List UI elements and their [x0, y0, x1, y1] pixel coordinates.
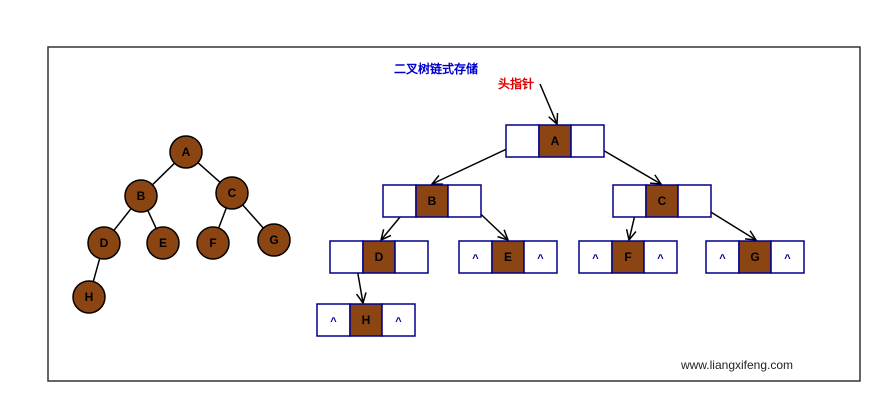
watermark: www.liangxifeng.com: [680, 358, 793, 372]
arrow-head: [497, 229, 510, 242]
arrow-head: [379, 229, 392, 242]
tree-node-b: B: [124, 179, 158, 213]
data-cell: [538, 124, 572, 158]
tree-node-f: F: [196, 226, 230, 260]
arrow-head: [625, 229, 637, 242]
data-cell: [491, 240, 525, 274]
linked-node-label: F: [624, 250, 631, 264]
tree-node-circle: [146, 226, 180, 260]
left-null-marker: ^: [330, 316, 337, 328]
tree-node-label: D: [100, 236, 109, 250]
linked-node-g: G ^ ^: [705, 240, 805, 274]
left-pointer-cell: [329, 240, 364, 274]
tree-edge-a-b: [151, 162, 176, 186]
right-null-marker: ^: [657, 253, 664, 265]
tree-edge-b-e: [147, 210, 157, 229]
linked-nodes: A B C D E ^ ^ F ^ ^ G ^ ^ H ^ ^: [316, 124, 805, 337]
arrow-head: [355, 292, 367, 305]
data-cell: [738, 240, 772, 274]
head-pointer-arrow-line: [539, 83, 559, 126]
right-null-marker: ^: [784, 253, 791, 265]
left-pointer-cell: [382, 184, 417, 218]
arrow-head: [548, 112, 559, 126]
tree-edge-c-f: [217, 207, 228, 229]
linked-node-label: D: [375, 250, 384, 264]
tree-edge-d-h: [92, 258, 101, 282]
left-pointer-cell: [505, 124, 540, 158]
tree-node-circle: [196, 226, 230, 260]
right-pointer-cell: [643, 240, 678, 274]
tree-node-label: G: [269, 233, 278, 247]
right-pointer-cell: [570, 124, 605, 158]
linked-node-d: D: [329, 240, 429, 274]
linked-node-label: G: [750, 250, 759, 264]
left-pointer-cell: [578, 240, 613, 274]
link-arrows: [354, 138, 758, 305]
tree-node-circle: [215, 176, 249, 210]
tree-node-label: H: [85, 290, 94, 304]
outer-frame: [47, 46, 861, 382]
tree-node-circle: [257, 223, 291, 257]
linked-node-label: C: [658, 194, 667, 208]
linked-node-label: H: [362, 313, 371, 327]
left-pointer-cell: [705, 240, 740, 274]
right-pointer-cell: [677, 184, 712, 218]
arrow-head: [649, 174, 663, 185]
head-pointer-arrow: [539, 83, 559, 126]
tree-node-c: C: [215, 176, 249, 210]
data-cell: [645, 184, 679, 218]
tree-edges: [92, 162, 264, 282]
tree-node-circle: [72, 280, 106, 314]
linked-node-a: A: [505, 124, 605, 158]
data-cell: [362, 240, 396, 274]
linked-node-h: H ^ ^: [316, 303, 416, 337]
tree-node-d: D: [87, 226, 121, 260]
linked-node-b: B: [382, 184, 482, 218]
right-null-marker: ^: [537, 253, 544, 265]
linked-node-e: E ^ ^: [458, 240, 558, 274]
right-pointer-cell: [381, 303, 416, 337]
arrow-head: [430, 174, 444, 185]
tree-node-label: B: [137, 189, 146, 203]
tree-node-label: F: [209, 236, 216, 250]
tree-edge-c-g: [242, 204, 264, 229]
right-null-marker: ^: [395, 316, 402, 328]
tree-node-circle: [169, 135, 203, 169]
linked-node-label: E: [504, 250, 512, 264]
arrow-shaft: [539, 83, 558, 125]
tree-node-circle: [87, 226, 121, 260]
linked-node-c: C: [612, 184, 712, 218]
left-pointer-cell: [612, 184, 647, 218]
tree-node-label: A: [182, 145, 191, 159]
left-null-marker: ^: [472, 253, 479, 265]
tree-node-a: A: [169, 135, 203, 169]
tree-node-h: H: [72, 280, 106, 314]
right-pointer-cell: [523, 240, 558, 274]
tree-node-g: G: [257, 223, 291, 257]
data-cell: [349, 303, 383, 337]
tree-node-circle: [124, 179, 158, 213]
tree-node-label: C: [228, 186, 237, 200]
data-cell: [611, 240, 645, 274]
right-pointer-cell: [394, 240, 429, 274]
tree-edge-b-d: [113, 208, 132, 231]
left-null-marker: ^: [592, 253, 599, 265]
linked-node-label: A: [551, 134, 560, 148]
arrow-head: [744, 230, 758, 241]
tree-nodes: A B C D E F G H: [72, 135, 291, 314]
linked-node-label: B: [428, 194, 437, 208]
tree-edge-a-c: [197, 162, 221, 183]
left-null-marker: ^: [719, 253, 726, 265]
right-pointer-cell: [770, 240, 805, 274]
linked-node-f: F ^ ^: [578, 240, 678, 274]
head-pointer-label: 头指针: [498, 76, 534, 91]
tree-node-e: E: [146, 226, 180, 260]
left-pointer-cell: [458, 240, 493, 274]
tree-node-label: E: [159, 236, 167, 250]
diagram-title: 二叉树链式存储: [394, 61, 478, 76]
data-cell: [415, 184, 449, 218]
right-pointer-cell: [447, 184, 482, 218]
